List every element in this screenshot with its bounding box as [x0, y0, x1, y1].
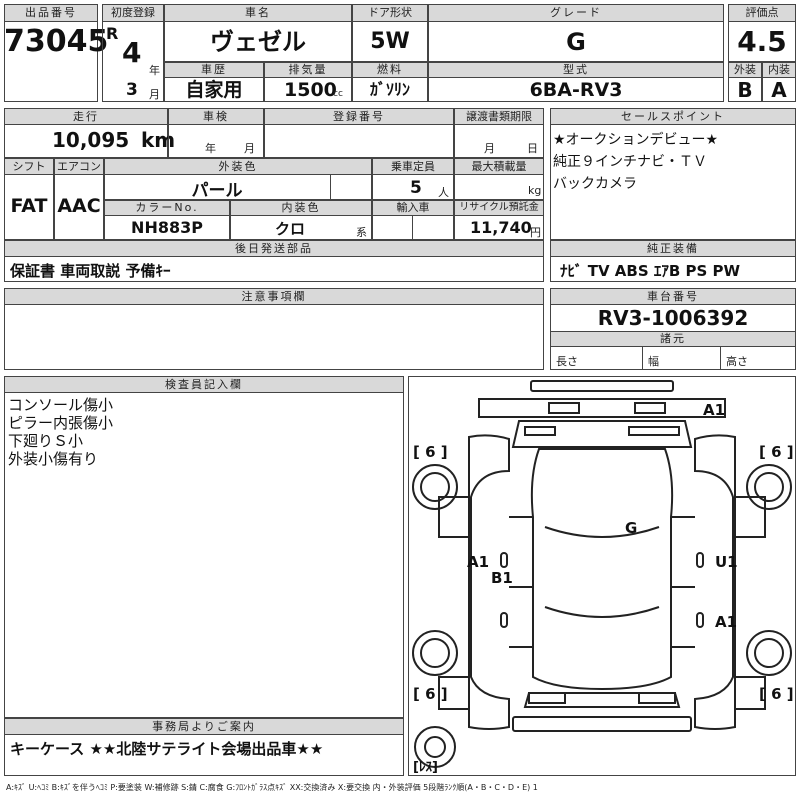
history-label: 車歴	[164, 62, 264, 78]
door-type: 5W	[370, 29, 410, 54]
kg-unit: kg	[528, 184, 542, 197]
tire-mark-rl: [ 6 ]	[413, 685, 448, 703]
shift-label: シフト	[4, 158, 54, 175]
shift: FAT	[10, 195, 48, 217]
import-divider	[412, 216, 413, 240]
int-color-label: 内装色	[230, 200, 372, 216]
displacement-label: 排気量	[264, 62, 352, 78]
sales-point-label: セールスポイント	[550, 108, 796, 125]
office-note: キーケース ★★北陸サテライト会場出品車★★	[10, 740, 324, 758]
recycle-fee: 11,740	[470, 218, 532, 237]
car-diagram-svg: [ 6 ] [ 6 ] [ 6 ] [ 6 ] A1 G A1 B1 U1 A1…	[412, 380, 794, 775]
inspector-line: コンソール傷小	[8, 396, 114, 414]
inspector-line: ピラー内張傷小	[8, 414, 114, 432]
aircon-label: エアコン	[54, 158, 104, 175]
first-registration-label: 初度登録	[102, 4, 164, 22]
exterior-grade-label: 外装	[728, 62, 762, 78]
chassis-label: 車台番号	[550, 288, 796, 305]
reg-year: 4	[122, 36, 142, 69]
lot-number: 73045	[4, 24, 109, 59]
chassis-number: RV3-1006392	[597, 306, 749, 330]
door-label: ドア形状	[352, 4, 428, 22]
interior-grade: A	[771, 78, 787, 102]
history: 自家用	[185, 79, 243, 101]
fuel-label: 燃料	[352, 62, 428, 78]
ext-color-label: 外装色	[104, 158, 372, 175]
interior-grade-label: 内装	[762, 62, 796, 78]
reg-month: 3	[126, 80, 138, 100]
capacity: 5	[410, 178, 422, 198]
transfer-label: 譲渡書類期限	[454, 108, 544, 125]
equipment-label: 純正装備	[550, 240, 796, 257]
max-load-label: 最大積載量	[454, 158, 544, 175]
displacement: 1500	[284, 79, 337, 101]
inspection-label: 車検	[168, 108, 264, 125]
month-unit: 月	[149, 88, 160, 101]
later-items-label: 後日発送部品	[4, 240, 544, 257]
tire-mark-fl: [ 6 ]	[413, 443, 448, 461]
cc-unit: cc	[333, 89, 343, 99]
office-label: 事務局よりご案内	[4, 718, 404, 735]
tire-mark-rr: [ 6 ]	[759, 685, 794, 703]
era: R	[106, 24, 119, 43]
yen-unit: 円	[530, 226, 541, 239]
legend: A:ｷｽﾞ U:ﾍｺﾐ B:ｷｽﾞを伴うﾍｺﾐ P:要塗装 W:補修跡 S:錆 …	[6, 783, 538, 792]
specs-divider	[720, 347, 721, 370]
recycle-label: リサイクル預託金	[454, 200, 544, 216]
model-code-label: 型式	[428, 62, 724, 78]
spec-height: 高さ	[726, 355, 748, 368]
mileage: 10,095	[52, 128, 130, 152]
km-unit: km	[141, 128, 176, 152]
inspection-month-unit: 月	[244, 142, 255, 155]
score-label: 評価点	[728, 4, 796, 22]
aircon: AAC	[57, 195, 101, 217]
int-color: クロ	[274, 220, 305, 238]
registration-label: 登録番号	[264, 108, 454, 125]
spec-width: 幅	[648, 355, 659, 368]
color-no: NH883P	[131, 218, 203, 237]
inspection-year-unit: 年	[205, 142, 216, 155]
damage-mark-left-door: A1	[467, 553, 489, 571]
transfer-day-unit: 日	[527, 142, 538, 155]
inspector-label: 検査員記入欄	[4, 376, 404, 393]
car-name-label: 車名	[164, 4, 352, 22]
car-diagram: [ 6 ] [ 6 ] [ 6 ] [ 6 ] A1 G A1 B1 U1 A1…	[408, 376, 796, 776]
ext-color: パール	[191, 181, 243, 201]
damage-mark-right-rear: A1	[715, 613, 737, 631]
damage-mark-left-pillar: B1	[491, 569, 513, 587]
model-code: 6BA-RV3	[529, 79, 623, 101]
spec-length: 長さ	[556, 355, 578, 368]
later-items: 保証書 車両取説 予備ｷｰ	[10, 262, 171, 280]
sales-point-line: 純正９インチナビ・ＴＶ	[553, 154, 707, 170]
grade: G	[566, 28, 586, 56]
sales-point-line: バックカメラ	[553, 176, 637, 192]
car-name: ヴェゼル	[210, 28, 306, 56]
fuel: ｶﾞｿﾘﾝ	[369, 80, 410, 99]
capacity-unit: 人	[438, 186, 449, 199]
notes-label: 注意事項欄	[4, 288, 544, 305]
mileage-label: 走行	[4, 108, 168, 125]
sales-point-line: ★オークションデビュー★	[553, 132, 719, 148]
specs-label: 諸元	[550, 331, 796, 347]
specs-divider	[642, 347, 643, 370]
ext-color-divider	[330, 175, 331, 200]
color-no-label: カラーNo.	[104, 200, 230, 216]
spare-mark: [ﾚｽ]	[413, 760, 438, 775]
score: 4.5	[737, 25, 787, 58]
import-label: 輸入車	[372, 200, 454, 216]
capacity-label: 乗車定員	[372, 158, 454, 175]
tire-mark-fr: [ 6 ]	[759, 443, 794, 461]
damage-mark-right-door: U1	[715, 553, 738, 571]
damage-mark-glass: G	[625, 519, 637, 537]
equipment: ﾅﾋﾞ TV ABS ｴｱB PS PW	[560, 262, 741, 280]
lot-number-label: 出品番号	[4, 4, 98, 22]
exterior-grade: B	[737, 78, 753, 102]
int-color-unit: 系	[356, 226, 367, 239]
year-unit: 年	[149, 64, 160, 77]
transfer-month-unit: 月	[484, 142, 495, 155]
grade-label: グレード	[428, 4, 724, 22]
inspector-line: 下廻りＳ小	[8, 432, 84, 450]
inspector-line: 外装小傷有り	[8, 450, 99, 468]
damage-mark-roof: A1	[703, 401, 725, 419]
